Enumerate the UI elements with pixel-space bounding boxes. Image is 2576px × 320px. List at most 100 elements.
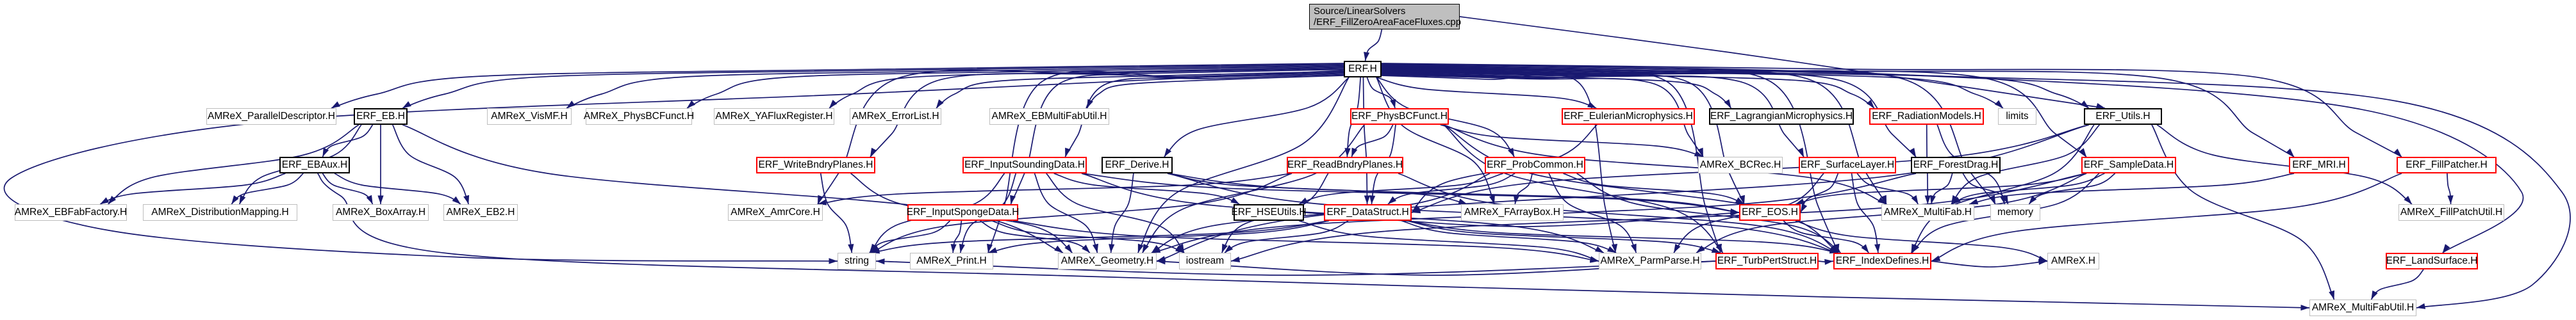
graph-node-fillpatcher[interactable]: ERF_FillPatcher.H bbox=[2397, 157, 2497, 173]
edge-arrowhead bbox=[2371, 290, 2378, 300]
node-label: ERF_Utils.H bbox=[2095, 111, 2151, 122]
include-edge bbox=[686, 65, 1344, 109]
graph-node-datastruct[interactable]: ERF_DataStruct.H bbox=[1324, 204, 1412, 221]
edge-arrowhead bbox=[1082, 244, 1090, 253]
graph-node-mri[interactable]: ERF_MRI.H bbox=[2289, 157, 2349, 173]
graph-node-vismf[interactable]: AMReX_VisMF.H bbox=[487, 108, 572, 125]
graph-node-erf_eb[interactable]: ERF_EB.H bbox=[354, 108, 408, 125]
node-label: ERF_WriteBndryPlanes.H bbox=[758, 159, 873, 171]
graph-node-erf_utils[interactable]: ERF_Utils.H bbox=[2084, 108, 2162, 125]
edge-arrowhead bbox=[1137, 243, 1144, 253]
edge-arrowhead bbox=[1929, 195, 1936, 204]
graph-node-string[interactable]: string bbox=[838, 253, 876, 269]
graph-node-ebmultifabutil[interactable]: AMReX_EBMultiFabUtil.H bbox=[989, 108, 1109, 125]
node-label: ERF_SurfaceLayer.H bbox=[1800, 159, 1895, 171]
node-label: AMReX_MultiFab.H bbox=[1884, 207, 1972, 218]
graph-node-ebfabfactory[interactable]: AMReX_EBFabFactory.H bbox=[15, 204, 127, 221]
edge-arrowhead bbox=[1054, 245, 1063, 253]
include-edge bbox=[980, 220, 1091, 253]
graph-node-amrex_physbcfunct[interactable]: AMReX_PhysBCFunct.H bbox=[584, 108, 694, 125]
graph-node-fillpatchutil[interactable]: AMReX_FillPatchUtil.H bbox=[2398, 204, 2504, 221]
include-edge bbox=[1459, 16, 2106, 109]
edge-arrowhead bbox=[687, 100, 696, 108]
include-edge bbox=[870, 173, 1292, 253]
edge-arrowhead bbox=[1829, 248, 1838, 254]
graph-node-lagrangian_micro[interactable]: ERF_LagrangianMicrophysics.H bbox=[1709, 108, 1854, 125]
include-edge bbox=[1406, 220, 1839, 253]
edge-arrowhead bbox=[2038, 259, 2047, 265]
graph-node-bcrec[interactable]: AMReX_BCRec.H bbox=[1698, 157, 1783, 173]
graph-node-eb2[interactable]: AMReX_EB2.H bbox=[443, 204, 518, 221]
include-edge bbox=[2156, 124, 2413, 205]
graph-node-radiation_models[interactable]: ERF_RadiationModels.H bbox=[1869, 108, 1984, 125]
graph-node-errorlist[interactable]: AMReX_ErrorList.H bbox=[850, 108, 941, 125]
graph-node-landsurface[interactable]: ERF_LandSurface.H bbox=[2386, 253, 2478, 269]
edge-arrowhead bbox=[1109, 244, 1115, 253]
include-edge bbox=[987, 220, 1330, 253]
graph-node-forestdrag[interactable]: ERF_ForestDrag.H bbox=[1911, 157, 2001, 173]
graph-node-multifab[interactable]: AMReX_MultiFab.H bbox=[1881, 204, 1974, 221]
graph-node-print[interactable]: AMReX_Print.H bbox=[910, 253, 993, 269]
graph-node-limits[interactable]: limits bbox=[1998, 108, 2036, 125]
node-label: ERF_DataStruct.H bbox=[1326, 207, 1409, 218]
edge-arrowhead bbox=[1064, 244, 1073, 253]
graph-node-eos[interactable]: ERF_EOS.H bbox=[1739, 204, 1801, 221]
include-edge bbox=[1440, 124, 1704, 157]
include-edge bbox=[820, 173, 853, 253]
graph-node-boxarray[interactable]: AMReX_BoxArray.H bbox=[333, 204, 429, 221]
graph-node-probcommon[interactable]: ERF_ProbCommon.H bbox=[1485, 157, 1585, 173]
node-label: AMReX_MultiFabUtil.H bbox=[2311, 302, 2415, 314]
graph-node-distributionmapping[interactable]: AMReX_DistributionMapping.H bbox=[143, 204, 297, 221]
edge-arrowhead bbox=[1994, 100, 2003, 108]
graph-node-geometry[interactable]: AMReX_Geometry.H bbox=[1058, 253, 1157, 269]
graph-node-turbpert[interactable]: ERF_TurbPertStruct.H bbox=[1715, 253, 1819, 269]
graph-node-sampledata[interactable]: ERF_SampleData.H bbox=[2081, 157, 2176, 173]
graph-node-erf_physbcfunct[interactable]: ERF_PhysBCFunct.H bbox=[1350, 108, 1449, 125]
edge-arrowhead bbox=[1866, 99, 1874, 108]
graph-node-parallel_descriptor[interactable]: AMReX_ParallelDescriptor.H bbox=[206, 108, 336, 125]
include-edge bbox=[1401, 220, 1617, 253]
edge-arrowhead bbox=[1351, 147, 1358, 157]
graph-node-hseutils[interactable]: ERF_HSEUtils.H bbox=[1231, 204, 1307, 221]
graph-node-farraybox[interactable]: AMReX_FArrayBox.H bbox=[1461, 204, 1564, 221]
node-label: AMReX_BCRec.H bbox=[1699, 159, 1781, 171]
graph-node-derive[interactable]: ERF_Derive.H bbox=[1102, 157, 1173, 173]
edge-arrowhead bbox=[1631, 243, 1637, 253]
graph-node-eulerian_micro[interactable]: ERF_EulerianMicrophysics.H bbox=[1562, 108, 1695, 125]
edge-arrowhead bbox=[1369, 195, 1376, 204]
edge-arrowhead bbox=[1924, 195, 1931, 204]
graph-node-inputsponge[interactable]: ERF_InputSpongeData.H bbox=[907, 204, 1019, 221]
graph-node-readbndryplanes[interactable]: ERF_ReadBndryPlanes.H bbox=[1287, 157, 1403, 173]
edge-arrowhead bbox=[1221, 243, 1228, 253]
edge-arrowhead bbox=[871, 248, 880, 254]
graph-node-iostream[interactable]: iostream bbox=[1179, 253, 1231, 269]
node-label: ERF_PhysBCFunct.H bbox=[1351, 111, 1448, 122]
edge-arrowhead bbox=[1969, 198, 1979, 205]
graph-node-amrex_h[interactable]: AMReX.H bbox=[2047, 253, 2099, 269]
graph-node-memory[interactable]: memory bbox=[1990, 204, 2040, 221]
node-label: limits bbox=[2006, 111, 2029, 122]
graph-node-indexdefines[interactable]: ERF_IndexDefines.H bbox=[1833, 253, 1931, 269]
node-label: ERF_ForestDrag.H bbox=[1913, 159, 1999, 171]
graph-node-amrcore[interactable]: AMReX_AmrCore.H bbox=[728, 204, 823, 221]
include-edge bbox=[331, 63, 1344, 109]
graph-node-parmparse[interactable]: AMReX_ParmParse.H bbox=[1599, 253, 1701, 269]
graph-node-writebndryplanes[interactable]: ERF_WriteBndryPlanes.H bbox=[756, 157, 875, 173]
edge-arrowhead bbox=[1611, 244, 1618, 253]
graph-node-ebaux[interactable]: ERF_EBAux.H bbox=[279, 157, 350, 173]
graph-node-erf_h[interactable]: ERF.H bbox=[1344, 61, 1382, 77]
graph-root-node[interactable]: Source/LinearSolvers/ERF_FillZeroAreaFac… bbox=[1309, 4, 1461, 29]
graph-node-inputsounding[interactable]: ERF_InputSoundingData.H bbox=[962, 157, 1087, 173]
graph-node-multifabutil[interactable]: AMReX_MultiFabUtil.H bbox=[2309, 300, 2416, 316]
node-label: ERF_TurbPertStruct.H bbox=[1717, 255, 1817, 267]
node-label: ERF_IndexDefines.H bbox=[1835, 255, 1929, 267]
node-label: ERF_ReadBndryPlanes.H bbox=[1287, 159, 1403, 171]
graph-node-surfacelayer[interactable]: ERF_SurfaceLayer.H bbox=[1799, 157, 1896, 173]
graph-node-yafluxregister[interactable]: AMReX_YAFluxRegister.H bbox=[714, 108, 834, 125]
edge-arrowhead bbox=[377, 195, 384, 204]
edge-arrowhead bbox=[936, 99, 944, 108]
include-edge bbox=[1381, 66, 2090, 109]
include-edge bbox=[1351, 124, 1394, 157]
include-edge bbox=[1142, 124, 1365, 253]
include-edge bbox=[1224, 220, 1349, 253]
